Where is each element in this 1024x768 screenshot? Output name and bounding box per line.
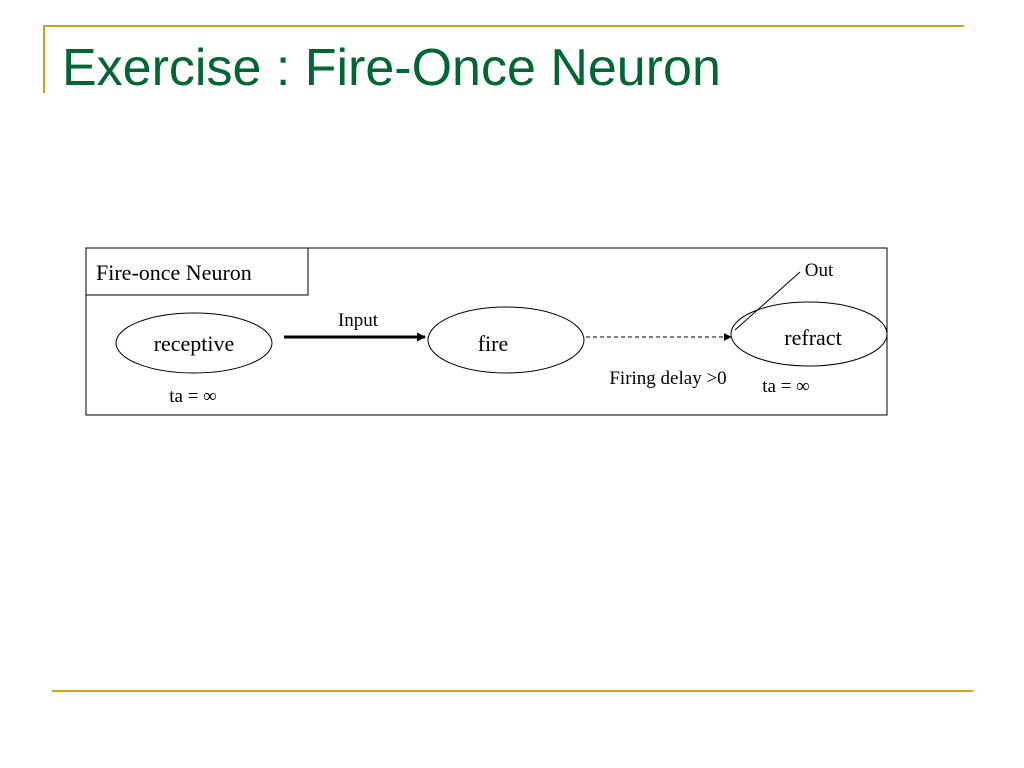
- state-fire: [427, 306, 585, 374]
- model-name-box: [85, 247, 309, 296]
- input-label: Input: [338, 310, 379, 331]
- firing-delay-label: Firing delay >0: [609, 368, 726, 389]
- model-name-label: Fire-once Neuron: [96, 260, 252, 285]
- receptive-ta-label: ta = ∞: [169, 386, 216, 407]
- state-refract-label: refract: [784, 325, 841, 350]
- slide-title: Exercise : Fire-Once Neuron: [62, 39, 721, 97]
- state-refract: [730, 301, 888, 367]
- state-receptive: [115, 312, 273, 374]
- state-receptive-label: receptive: [154, 331, 235, 356]
- left-accent-line: [43, 25, 45, 93]
- state-fire-label: fire: [478, 331, 509, 356]
- bottom-accent-line: [52, 690, 973, 692]
- refract-ta-label: ta = ∞: [762, 376, 809, 397]
- out-label: Out: [805, 260, 834, 281]
- top-accent-line: [43, 25, 964, 27]
- output-line: [734, 271, 801, 331]
